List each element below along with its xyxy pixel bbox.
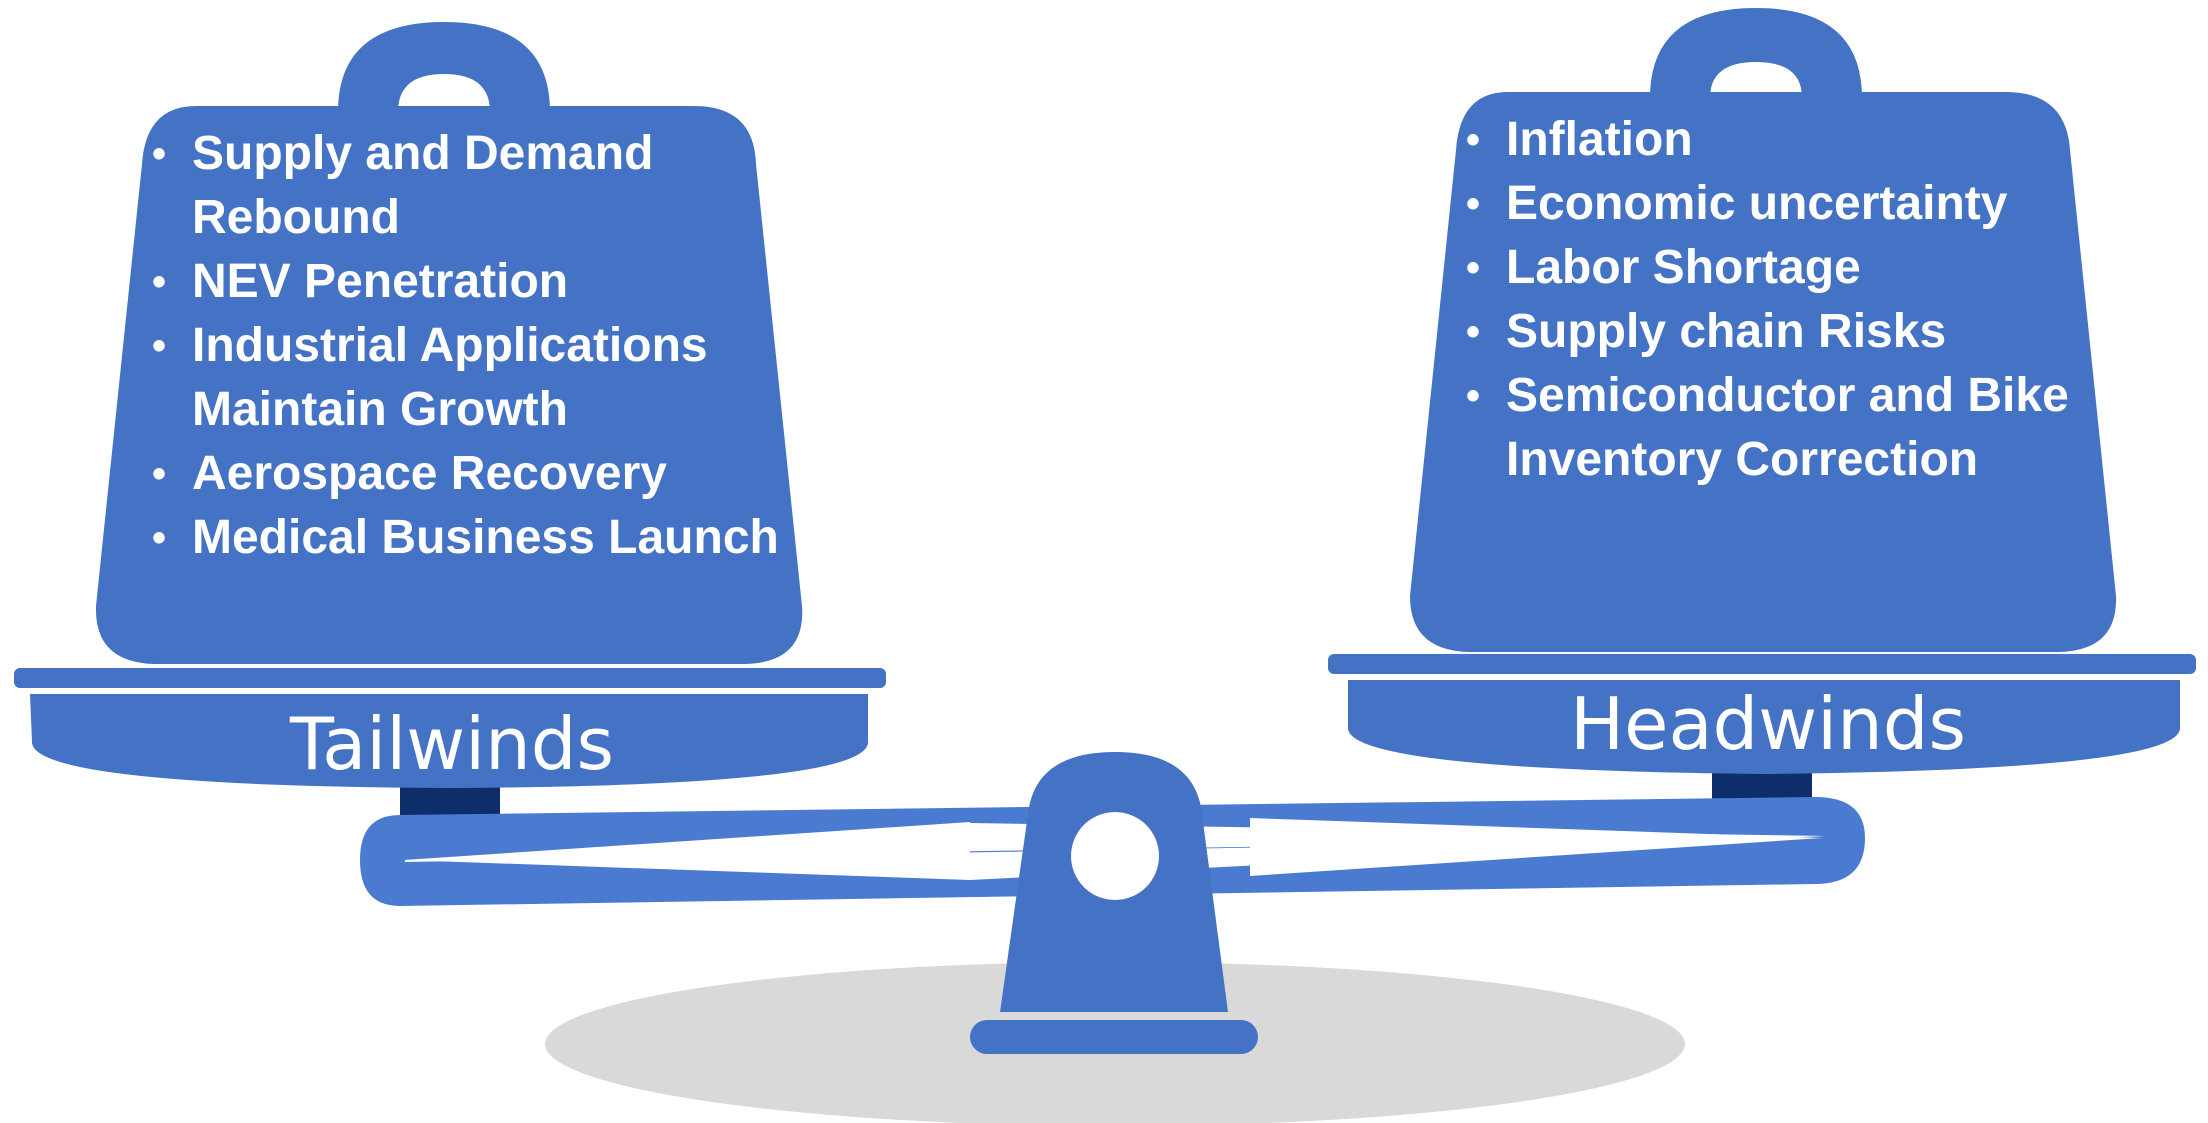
left-pan-rim [14,668,886,688]
left-pan [30,694,868,788]
right-weight-handle [1650,8,1862,98]
scale-beam [360,797,1865,906]
tailwind-item: NEV Penetration [152,250,792,314]
tailwind-item: Medical Business Launch [152,506,792,570]
beam-cutout-left [404,822,970,880]
scale-base [970,1020,1258,1054]
tailwinds-weight-list: Supply and Demand Rebound NEV Penetratio… [152,122,792,570]
tailwind-item: Industrial Applications Maintain Growth [152,314,792,442]
tailwinds-label: Tailwinds [290,702,614,786]
headwinds-label: Headwinds [1570,682,1966,766]
right-pan [1348,680,2180,774]
beam-cutout-right [1250,818,1822,876]
right-pan-rim [1328,654,2196,674]
headwind-item: Inflation [1466,108,2086,172]
headwinds-weight-list: Inflation Economic uncertainty Labor Sho… [1466,108,2086,492]
headwind-item: Economic uncertainty [1466,172,2086,236]
headwind-item: Labor Shortage [1466,236,2086,300]
tailwind-item: Supply and Demand Rebound [152,122,792,250]
tailwind-item: Aerospace Recovery [152,442,792,506]
headwind-item: Semiconductor and Bike Inventory Correct… [1466,364,2086,492]
fulcrum-pivot [1071,812,1159,900]
headwind-item: Supply chain Risks [1466,300,2086,364]
left-weight-handle [338,22,550,112]
